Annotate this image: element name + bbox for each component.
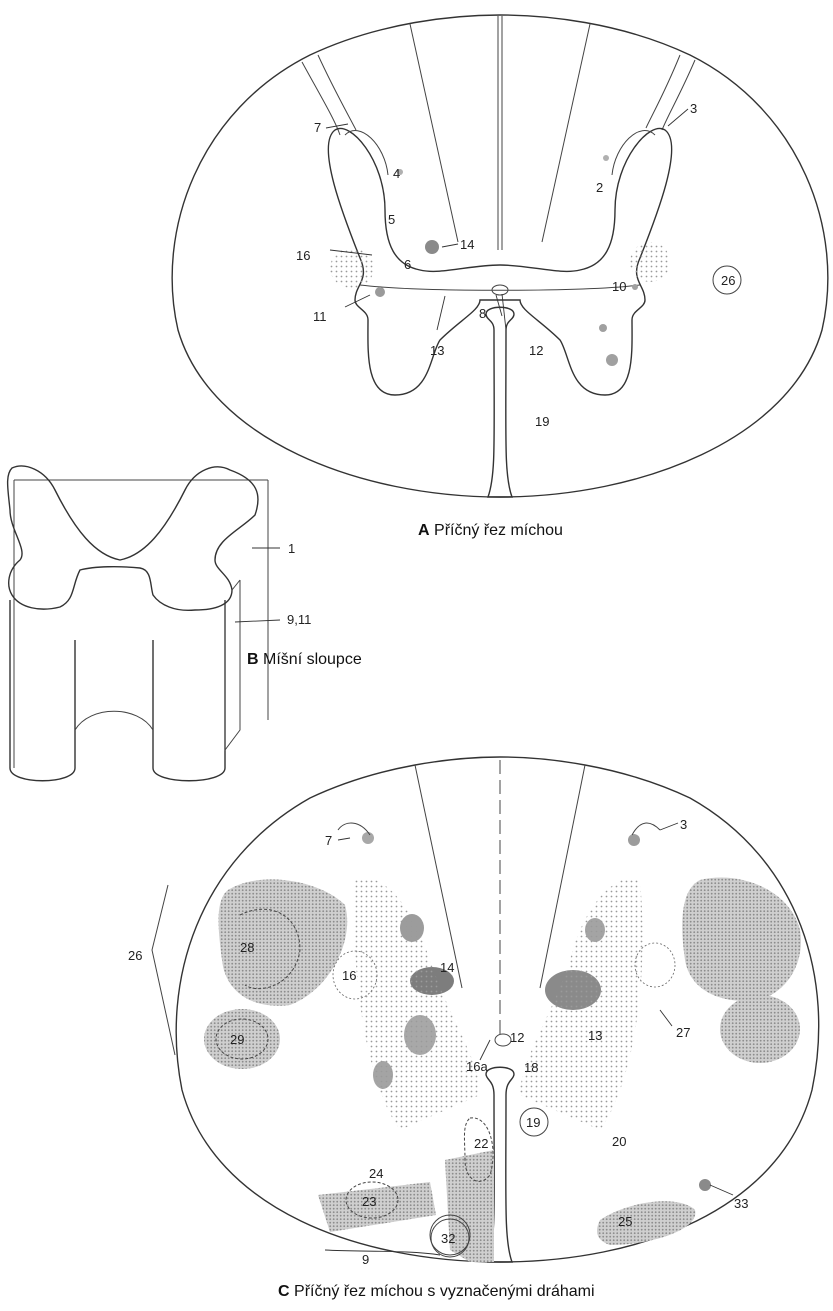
c-label-32: 32 <box>441 1231 455 1246</box>
a-ventral-fissure <box>486 307 514 497</box>
a-label-13: 13 <box>430 343 444 358</box>
b-grey-column <box>8 466 258 610</box>
c-label-33: 33 <box>734 1196 748 1211</box>
c-label-12: 12 <box>510 1030 524 1045</box>
c-label-28: 28 <box>240 940 254 955</box>
a-label-26: 26 <box>721 273 735 288</box>
a-label-6: 6 <box>404 257 411 272</box>
c-tract-24 <box>318 1182 436 1232</box>
a-label-19: 19 <box>535 414 549 429</box>
c-tract-28-right <box>682 877 801 1000</box>
b-label-1: 1 <box>288 541 295 556</box>
c-label-3: 3 <box>680 817 687 832</box>
c-label-19: 19 <box>526 1115 540 1130</box>
c-tract-28-left <box>219 879 348 1005</box>
figure-b-columns: 1 9,11 B Míšní sloupce <box>8 466 362 781</box>
a-dorsal-sulcus-right <box>542 24 590 242</box>
a-label-16: 16 <box>296 248 310 263</box>
c-label-23: 23 <box>362 1194 376 1209</box>
a-label-10: 10 <box>612 279 626 294</box>
c-tract-29-right <box>720 995 800 1063</box>
a-label-4: 4 <box>393 166 400 181</box>
b-left-column <box>10 600 75 781</box>
c-label-18: 18 <box>524 1060 538 1075</box>
c-tract-25 <box>597 1201 695 1245</box>
a-label-3: 3 <box>690 101 697 116</box>
c-label-25: 25 <box>618 1214 632 1229</box>
c-caption: C Příčný řez míchou s vyznačenými dráham… <box>278 1283 595 1300</box>
a-label-7: 7 <box>314 120 321 135</box>
a-label-11: 11 <box>313 309 327 324</box>
c-label-27: 27 <box>676 1025 690 1040</box>
a-label-14: 14 <box>460 237 474 252</box>
c-label-16: 16 <box>342 968 356 983</box>
b-label-9-11: 9,11 <box>287 612 311 627</box>
c-label-9: 9 <box>362 1252 369 1267</box>
a-cord-outline <box>172 15 828 497</box>
a-label-8: 8 <box>479 306 486 321</box>
c-label-26: 26 <box>128 948 142 963</box>
c-label-20: 20 <box>612 1134 626 1149</box>
c-cord-outline <box>176 757 819 1262</box>
c-label-22: 22 <box>474 1136 488 1151</box>
c-label-24: 24 <box>369 1166 383 1181</box>
b-right-column <box>153 600 225 781</box>
a-label-12: 12 <box>529 343 543 358</box>
figure-c-tracts: 7 3 28 26 16 14 29 12 13 27 16a 18 19 22… <box>128 757 819 1300</box>
a-label-5: 5 <box>388 212 395 227</box>
a-dorsal-sulcus-left <box>410 24 458 242</box>
c-label-13: 13 <box>588 1028 602 1043</box>
figure-a-cross-section: 7 3 4 2 5 14 16 6 10 26 11 8 13 12 19 A … <box>172 15 828 539</box>
c-label-14: 14 <box>440 960 454 975</box>
a-grey-matter <box>328 128 671 395</box>
c-label-29: 29 <box>230 1032 244 1047</box>
c-label-16a: 16a <box>466 1059 488 1074</box>
a-label-2: 2 <box>596 180 603 195</box>
b-caption: B Míšní sloupce <box>247 651 362 668</box>
c-label-7: 7 <box>325 833 332 848</box>
a-caption: A Příčný řez míchou <box>418 522 563 539</box>
